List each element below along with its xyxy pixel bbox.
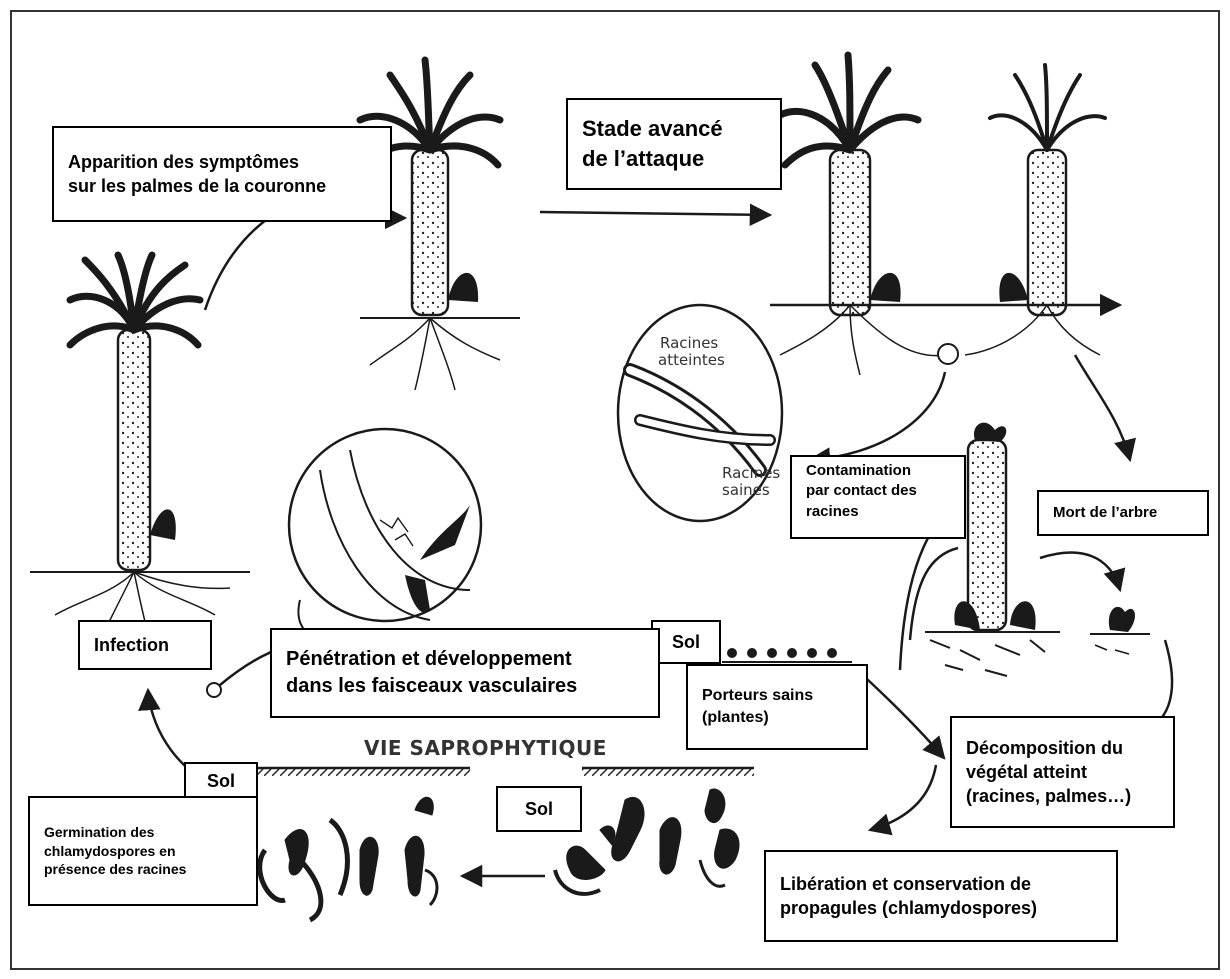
- healthy-carriers-icon: [722, 648, 852, 663]
- soil-line-icon: [258, 766, 754, 776]
- label-liberation: Libération et conservation de propagules…: [764, 850, 1118, 942]
- label-penetration: Pénétration et développement dans les fa…: [270, 628, 660, 718]
- label-contamination: Contamination par contact des racines: [790, 455, 966, 539]
- palm-tree-icon: [30, 251, 250, 698]
- label-decomposition: Décomposition du végétal atteint (racine…: [950, 716, 1175, 828]
- palm-tree-icon: [776, 51, 922, 317]
- palm-tree-icon: [988, 63, 1107, 317]
- label-porteurs-sains: Porteurs sains (plantes): [686, 664, 868, 750]
- label-sol-middle: Sol: [496, 786, 582, 832]
- label-sol-top: Sol: [651, 620, 721, 664]
- label-stade-avance: Stade avancé de l’attaque: [566, 98, 782, 190]
- racines-saines-label: Racines saines: [722, 464, 785, 499]
- racines-atteintes-label: Racines atteintes: [658, 334, 725, 369]
- chlamydospore-icon: [257, 797, 439, 923]
- diagram-frame: [10, 10, 1220, 970]
- label-vie-saprophytique: VIE SAPROPHYTIQUE: [364, 736, 607, 760]
- label-sol-left: Sol: [184, 762, 258, 800]
- root-magnifier-icon: Racines atteintes Racines saines: [616, 303, 785, 523]
- dying-palm-icon: [925, 422, 1150, 677]
- palm-tree-icon: [356, 56, 520, 391]
- label-germination: Germination des chlamydospores en présen…: [28, 796, 258, 906]
- chlamydospore-icon: [553, 788, 740, 896]
- label-mort-arbre: Mort de l’arbre: [1037, 490, 1209, 536]
- label-infection: Infection: [78, 620, 212, 670]
- label-apparition-symptomes: Apparition des symptômes sur les palmes …: [52, 126, 392, 222]
- vascular-magnifier-icon: [287, 427, 483, 641]
